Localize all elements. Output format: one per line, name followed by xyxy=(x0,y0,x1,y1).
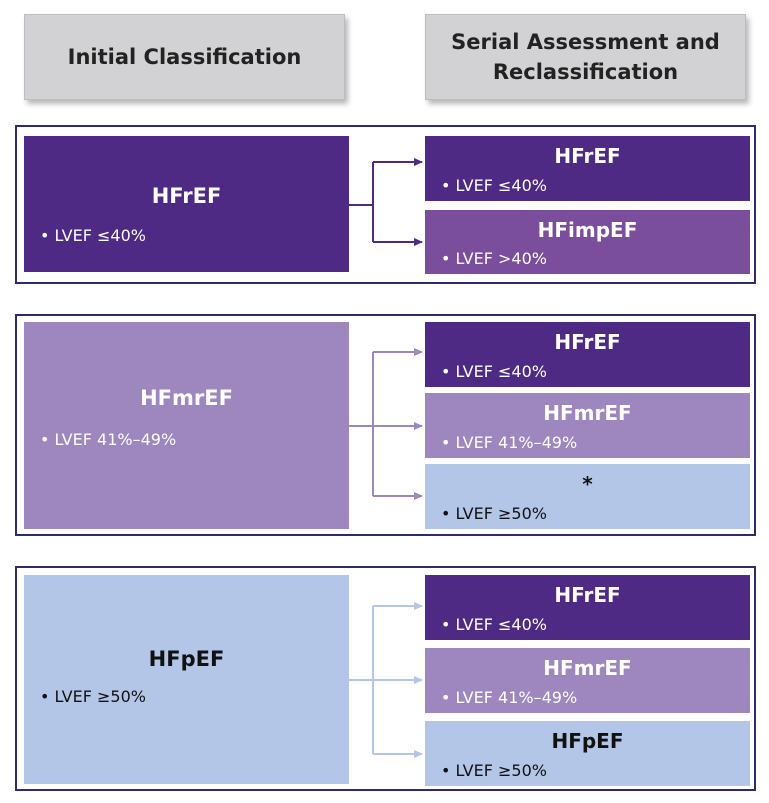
outcome-box-hfref: HFrEF • LVEF ≤40% xyxy=(425,136,750,201)
outcome-criterion: • LVEF ≤40% xyxy=(441,362,547,381)
arrows-group-hfref xyxy=(349,158,423,246)
outcome-criterion: • LVEF 41%–49% xyxy=(441,433,578,452)
initial-box-hfmref: HFmrEF • LVEF 41%–49% xyxy=(24,322,349,529)
initial-label: HFmrEF xyxy=(140,386,233,410)
arrows-group-hfpef xyxy=(349,602,423,758)
initial-label: HFrEF xyxy=(151,184,222,208)
header-initial-label: Initial Classification xyxy=(67,45,302,69)
initial-label: HFpEF xyxy=(148,647,225,671)
header-serial-line1: Serial Assessment and xyxy=(451,30,720,54)
outcome-label: HFmrEF xyxy=(543,656,632,680)
outcome-box-asterisk: * • LVEF ≥50% xyxy=(425,464,750,529)
outcome-label: HFimpEF xyxy=(537,218,638,242)
arrows-group-hfmref xyxy=(349,348,423,500)
outcome-label: HFrEF xyxy=(554,144,621,168)
outcome-box-hfref: HFrEF • LVEF ≤40% xyxy=(425,322,750,387)
outcome-label: HFpEF xyxy=(551,729,624,753)
initial-box-hfref: HFrEF • LVEF ≤40% xyxy=(24,136,349,272)
header-serial-line2: Reclassification xyxy=(492,60,679,84)
outcome-label: HFmrEF xyxy=(543,401,632,425)
initial-criterion: • LVEF ≥50% xyxy=(40,687,146,706)
outcome-label: * xyxy=(582,472,593,496)
outcome-label: HFrEF xyxy=(554,330,621,354)
outcome-label: HFrEF xyxy=(554,583,621,607)
outcome-box-hfimpef: HFimpEF • LVEF >40% xyxy=(425,210,750,274)
outcome-criterion: • LVEF ≥50% xyxy=(441,761,547,780)
group-hfref: HFrEF • LVEF ≤40% HFrEF • LVEF ≤40% HFim… xyxy=(15,125,756,284)
outcome-box-hfpef: HFpEF • LVEF ≥50% xyxy=(425,721,750,786)
outcome-criterion: • LVEF ≤40% xyxy=(441,615,547,634)
header-serial-assessment: Serial Assessment and Reclassification xyxy=(425,14,746,100)
outcome-criterion: • LVEF ≤40% xyxy=(441,176,547,195)
initial-criterion: • LVEF ≤40% xyxy=(40,226,146,245)
outcome-box-hfmref: HFmrEF • LVEF 41%–49% xyxy=(425,393,750,458)
initial-box-hfpef: HFpEF • LVEF ≥50% xyxy=(24,575,349,784)
outcome-box-hfref: HFrEF • LVEF ≤40% xyxy=(425,575,750,640)
header-initial-classification: Initial Classification xyxy=(24,14,345,100)
outcome-criterion: • LVEF ≥50% xyxy=(441,504,547,523)
outcome-criterion: • LVEF >40% xyxy=(441,249,547,268)
outcome-criterion: • LVEF 41%–49% xyxy=(441,688,578,707)
initial-criterion: • LVEF 41%–49% xyxy=(40,430,177,449)
outcome-box-hfmref: HFmrEF • LVEF 41%–49% xyxy=(425,648,750,713)
